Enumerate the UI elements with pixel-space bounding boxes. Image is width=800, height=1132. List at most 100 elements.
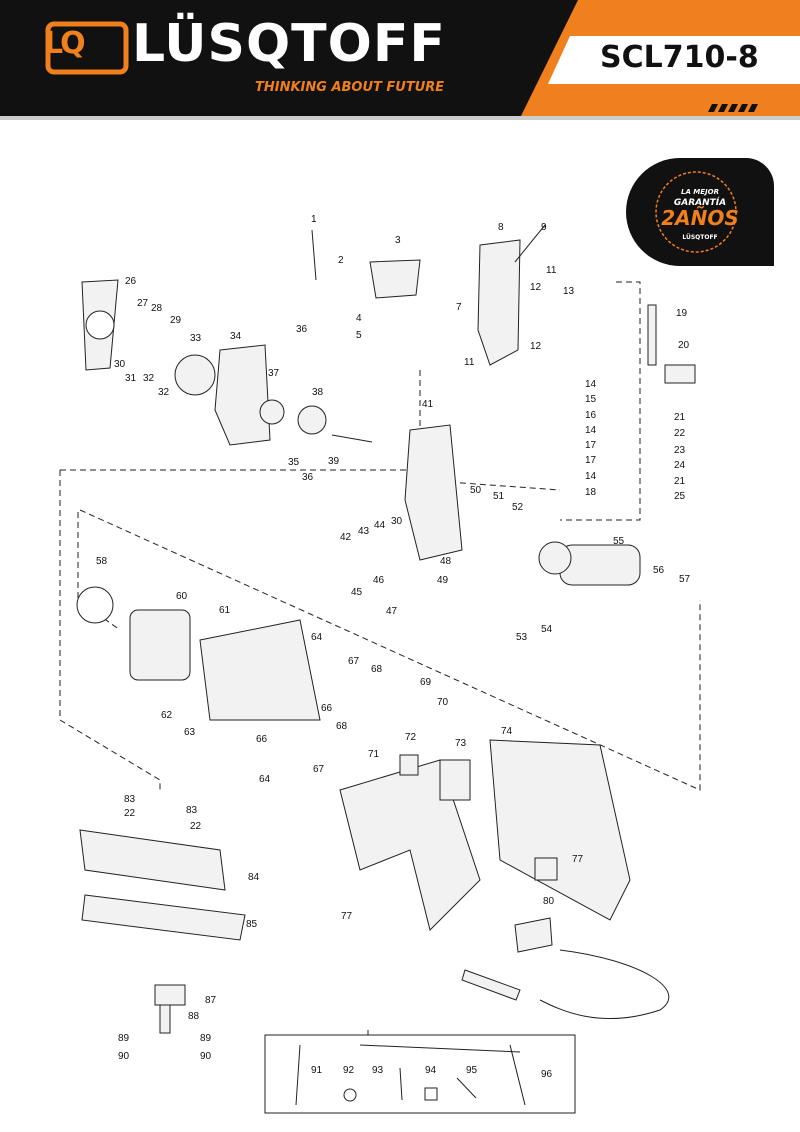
part-number: 88 <box>188 1011 200 1022</box>
part-number: 21 <box>674 412 686 423</box>
part-number: 61 <box>219 605 231 616</box>
part-number: 87 <box>205 995 217 1006</box>
part-number: 17 <box>585 440 597 451</box>
part-number: 14 <box>585 425 597 436</box>
part-number: 91 <box>311 1065 323 1076</box>
part-number: 95 <box>466 1065 478 1076</box>
brand-name: LÜSQTOFF <box>132 14 446 74</box>
part-number: 18 <box>585 487 597 498</box>
part-number: 14 <box>585 379 597 390</box>
part-number: 96 <box>541 1069 553 1080</box>
part-number: 12 <box>530 341 542 352</box>
part-number: 64 <box>259 774 271 785</box>
part-number: 22 <box>124 808 136 819</box>
part-number: 42 <box>340 532 352 543</box>
brand-tagline: THINKING ABOUT FUTURE <box>255 80 445 95</box>
part-number: 94 <box>425 1065 437 1076</box>
part-number: 62 <box>161 710 173 721</box>
brand-logo-mark: LQ <box>44 26 86 61</box>
part-number: 41 <box>422 399 434 410</box>
banner-graphic <box>0 0 800 120</box>
part-number: 36 <box>296 324 308 335</box>
seal-line2: GARANTÍA <box>673 198 727 208</box>
part-number: 22 <box>674 428 686 439</box>
part-number: 90 <box>200 1051 212 1062</box>
part-number: 51 <box>493 491 505 502</box>
part-number: 24 <box>674 460 686 471</box>
part-number: 38 <box>312 387 324 398</box>
seal-years: 2AÑOS <box>661 206 739 230</box>
part-number: 89 <box>200 1033 212 1044</box>
part-number: 33 <box>190 333 202 344</box>
seal-line1: LA MEJOR <box>680 188 719 196</box>
part-number: 11 <box>464 357 475 368</box>
part-number: 74 <box>501 726 513 737</box>
part-number: 53 <box>516 632 528 643</box>
part-number: 7 <box>456 302 462 313</box>
part-number: 36 <box>302 472 314 483</box>
seal-brand: LÜSQTOFF <box>682 234 718 241</box>
part-number: 85 <box>246 919 258 930</box>
model-number: SCL710-8 <box>600 40 759 75</box>
part-number: 77 <box>341 911 353 922</box>
part-number: 20 <box>678 340 690 351</box>
part-number: 47 <box>386 606 398 617</box>
part-number: 57 <box>679 574 691 585</box>
part-number: 37 <box>268 368 280 379</box>
part-number: 89 <box>118 1033 130 1044</box>
part-number: 90 <box>118 1051 130 1062</box>
part-number: 66 <box>256 734 268 745</box>
part-number: 4 <box>356 313 362 324</box>
part-number: 77 <box>572 854 584 865</box>
part-number: 50 <box>470 485 482 496</box>
part-number: 32 <box>143 373 155 384</box>
part-number: 35 <box>288 457 300 468</box>
part-number: 23 <box>674 445 686 456</box>
part-number: 28 <box>151 303 163 314</box>
part-number: 67 <box>313 764 325 775</box>
part-number: 27 <box>137 298 149 309</box>
part-number: 73 <box>455 738 467 749</box>
part-number: 31 <box>125 373 137 384</box>
part-number: 44 <box>374 520 386 531</box>
part-number: 34 <box>230 331 242 342</box>
header-banner: LQ LÜSQTOFF THINKING ABOUT FUTURE SCL710… <box>0 0 800 120</box>
part-number: 14 <box>585 471 597 482</box>
part-number: 32 <box>158 387 170 398</box>
part-number: 68 <box>371 664 383 675</box>
part-number: 56 <box>653 565 665 576</box>
part-number: 30 <box>114 359 126 370</box>
warranty-seal <box>626 158 774 266</box>
part-number: 83 <box>186 805 198 816</box>
part-number: 1 <box>311 214 317 225</box>
part-number: 5 <box>356 330 362 341</box>
part-number: 29 <box>170 315 182 326</box>
part-number: 19 <box>676 308 688 319</box>
part-number: 3 <box>395 235 401 246</box>
part-number: 93 <box>372 1065 384 1076</box>
part-number: 60 <box>176 591 188 602</box>
part-number: 67 <box>348 656 360 667</box>
part-number: 80 <box>543 896 555 907</box>
part-number: 22 <box>190 821 202 832</box>
part-number: 9 <box>541 222 547 233</box>
part-number: 71 <box>368 749 380 760</box>
part-number: 21 <box>674 476 686 487</box>
part-number: 13 <box>563 286 575 297</box>
part-number: 58 <box>96 556 108 567</box>
part-number: 2 <box>338 255 344 266</box>
part-number: 43 <box>358 526 370 537</box>
part-number: 72 <box>405 732 417 743</box>
part-number: 30 <box>391 516 403 527</box>
part-number: 8 <box>498 222 504 233</box>
part-number: 54 <box>541 624 553 635</box>
part-number: 15 <box>585 394 597 405</box>
part-number: 66 <box>321 703 333 714</box>
part-number: 26 <box>125 276 137 287</box>
part-number: 11 <box>546 265 557 276</box>
part-number: 49 <box>437 575 449 586</box>
part-number: 55 <box>613 536 625 547</box>
part-number: 45 <box>351 587 363 598</box>
part-number: 64 <box>311 632 323 643</box>
